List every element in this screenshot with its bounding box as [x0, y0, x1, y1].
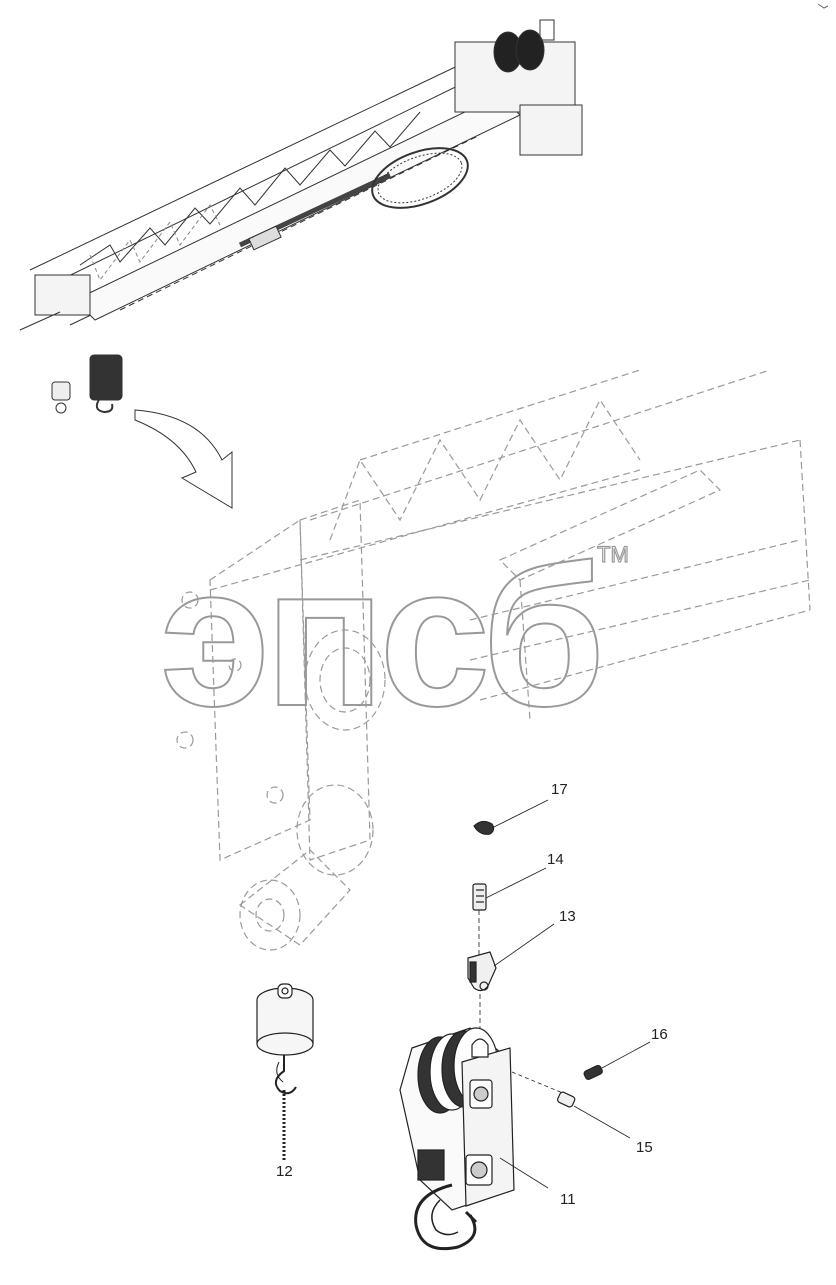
callout-12: 12 [276, 1163, 293, 1180]
callout-17: 17 [551, 781, 568, 798]
part-14 [472, 867, 547, 960]
callout-13: 13 [559, 908, 576, 925]
part-11 [399, 1027, 571, 1251]
watermark-trademark: TM [597, 542, 629, 567]
boom-detail-ghost [176, 369, 811, 951]
watermark: эпсб TM [159, 524, 629, 749]
callout-16: 16 [651, 1026, 668, 1043]
part-15 [557, 1091, 631, 1139]
callout-11: 11 [560, 1191, 576, 1208]
callout-14: 14 [547, 851, 564, 868]
boom-overview [19, 19, 583, 414]
part-12 [256, 983, 314, 1160]
part-16 [583, 1041, 651, 1080]
watermark-text: эпсб [160, 525, 599, 748]
part-13 [467, 923, 555, 992]
callout-labels: 17 14 13 16 12 15 11 [276, 781, 668, 1208]
callout-15: 15 [636, 1139, 653, 1156]
detail-arrow [134, 409, 233, 509]
corner-mark [817, 3, 829, 9]
part-17 [473, 799, 549, 835]
